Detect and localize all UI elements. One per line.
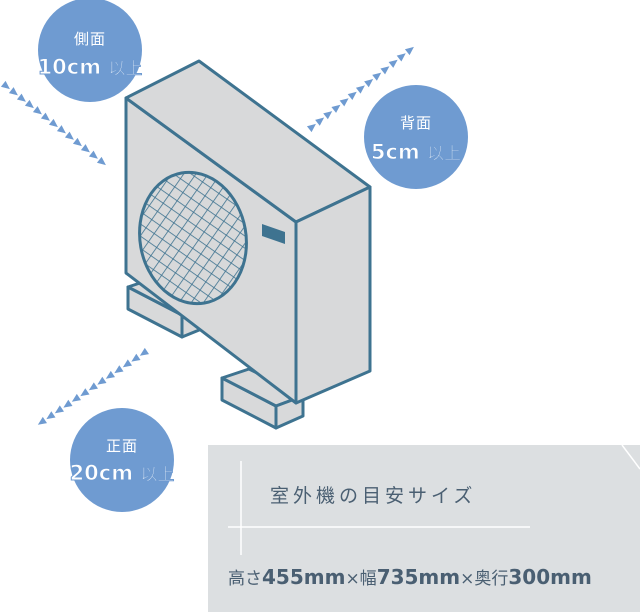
arrow-dot xyxy=(80,388,90,397)
arrow-dot xyxy=(40,112,50,121)
side-clearance-title: 側面 xyxy=(73,30,106,48)
arrow-dot xyxy=(80,144,90,153)
arrow-dot xyxy=(97,376,107,385)
panel-corner-lines xyxy=(228,445,640,555)
arrow-dot xyxy=(131,353,141,362)
arrow-dot xyxy=(364,79,374,88)
arrow-dot xyxy=(355,85,365,94)
arrow-dot xyxy=(372,72,382,81)
arrow-dot xyxy=(16,93,26,102)
arrow-dot xyxy=(24,99,34,109)
width-label: ×幅 xyxy=(345,569,377,589)
front-clearance-suffix: 以上 xyxy=(140,465,175,486)
side-clearance-arrow xyxy=(0,80,106,166)
arrow-dot xyxy=(323,111,333,120)
back-clearance-amount: 5cm xyxy=(370,140,420,165)
back-clearance-suffix: 以上 xyxy=(427,144,462,165)
arrow-dot xyxy=(54,405,65,414)
arrow-dot xyxy=(71,393,82,402)
front-clearance-amount: 20cm xyxy=(69,461,134,486)
height-value: 455mm xyxy=(262,565,346,589)
arrow-dot xyxy=(331,104,341,113)
arrow-dot xyxy=(46,411,56,420)
unit-vent-slot xyxy=(262,224,285,244)
arrow-dot xyxy=(32,106,42,115)
arrow-dot xyxy=(114,365,124,374)
size-panel-heading: 室外機の目安サイズ xyxy=(270,485,477,507)
back-clearance-value: 5cm 以上 xyxy=(334,139,498,165)
arrow-dot xyxy=(347,91,357,101)
width-value: 735mm xyxy=(376,565,461,589)
arrow-dot xyxy=(8,87,18,96)
arrow-dot xyxy=(380,66,390,75)
arrow-dot xyxy=(339,98,349,107)
arrow-dot xyxy=(72,137,82,147)
arrow-dot xyxy=(396,53,406,62)
arrow-dot xyxy=(63,399,73,408)
back-clearance-arrow xyxy=(306,46,414,133)
front-clearance-arrow xyxy=(37,347,150,425)
arrow-dot xyxy=(388,59,398,68)
side-clearance-value: 10cm 以上 xyxy=(8,54,172,80)
arrow-dot xyxy=(48,118,58,128)
fan-grille-icon xyxy=(138,170,248,306)
arrow-dot xyxy=(96,156,106,166)
back-clearance-bubble: 背面 5cm 以上 xyxy=(364,85,468,189)
height-label: 高さ xyxy=(228,569,262,589)
depth-value: 300mm xyxy=(508,565,592,589)
depth-label: ×奥行 xyxy=(460,569,509,589)
back-clearance-title: 背面 xyxy=(399,114,432,132)
arrow-dot xyxy=(0,80,10,90)
arrow-dot xyxy=(404,46,414,56)
arrow-dot xyxy=(64,131,74,140)
front-clearance-value: 20cm 以上 xyxy=(40,460,204,486)
arrow-dot xyxy=(139,347,150,356)
front-clearance-bubble: 正面 20cm 以上 xyxy=(69,408,175,512)
arrow-dot xyxy=(88,382,99,391)
arrow-dot xyxy=(306,123,316,133)
side-clearance-suffix: 以上 xyxy=(108,59,143,80)
size-panel-dimensions: 高さ455mm×幅735mm×奥行300mm xyxy=(228,564,592,589)
arrow-dot xyxy=(122,359,133,368)
side-clearance-amount: 10cm xyxy=(37,55,102,80)
arrow-dot xyxy=(56,125,66,134)
unit-side-face xyxy=(294,185,372,405)
side-clearance-bubble: 側面 10cm 以上 xyxy=(37,0,143,102)
arrow-dot xyxy=(105,370,116,379)
arrow-dot xyxy=(88,150,98,159)
arrow-dot xyxy=(37,416,48,425)
unit-foot-right xyxy=(220,367,305,430)
arrow-dot xyxy=(315,117,325,126)
size-info-panel: 室外機の目安サイズ 高さ455mm×幅735mm×奥行300mm xyxy=(208,445,640,612)
front-clearance-title: 正面 xyxy=(105,437,138,455)
